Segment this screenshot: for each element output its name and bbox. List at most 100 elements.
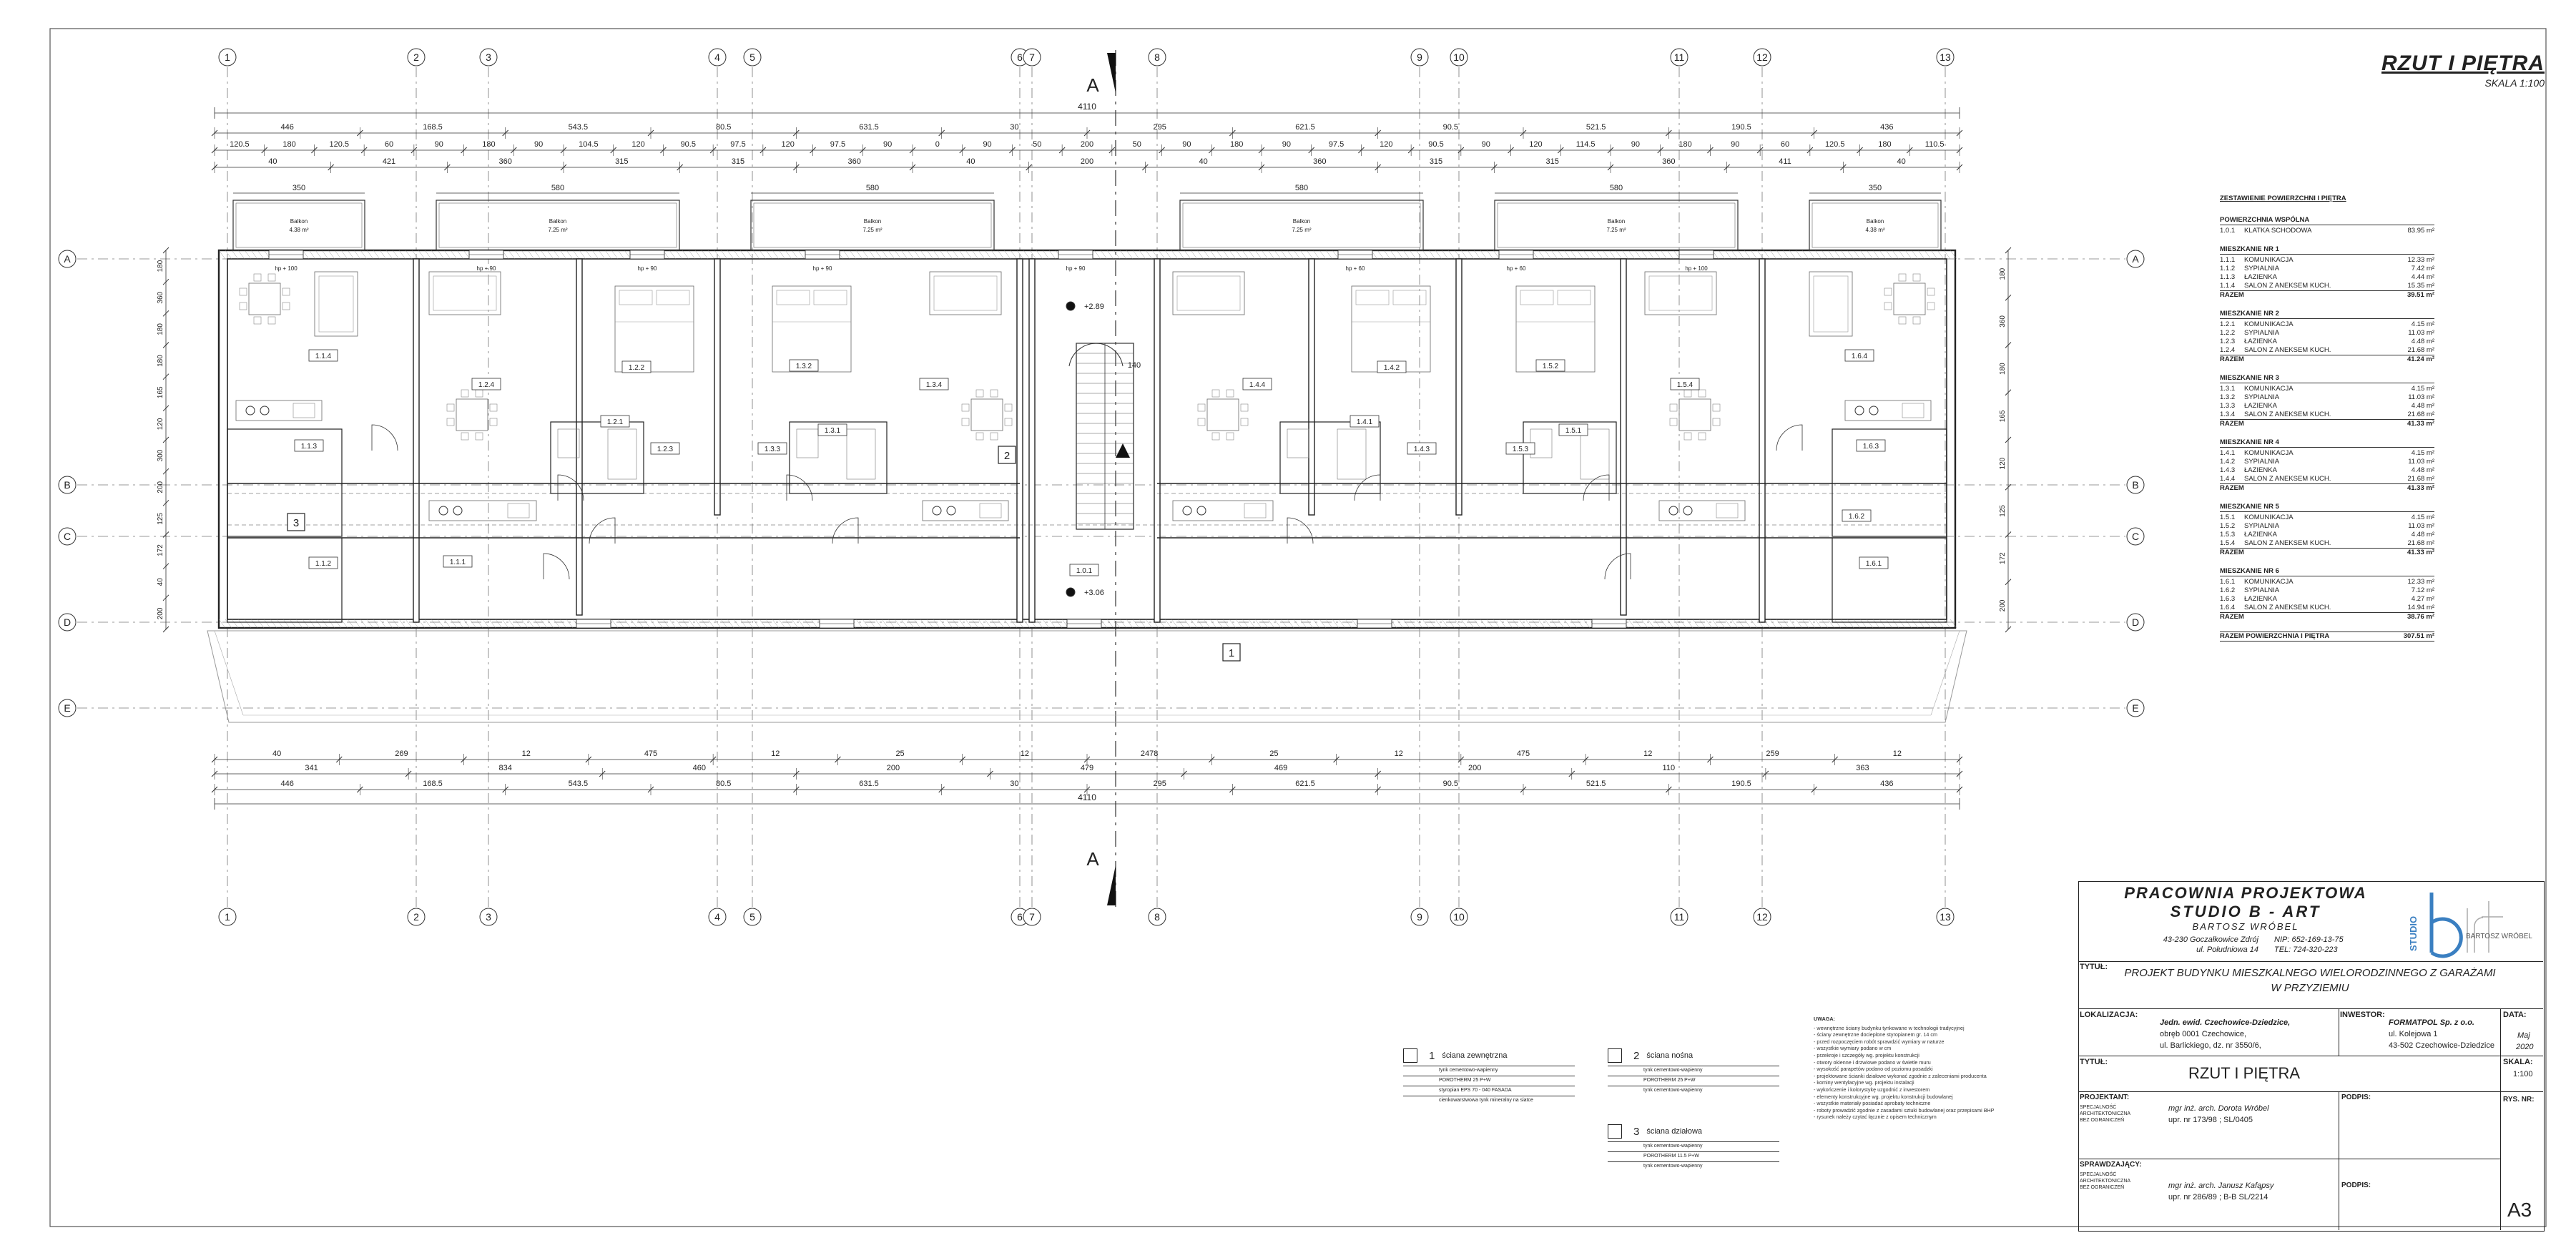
wall-hatch-line <box>1010 619 1018 629</box>
dimension-value: 269 <box>395 750 408 758</box>
shower <box>1580 428 1610 480</box>
dimension-value: 315 <box>615 157 628 166</box>
wall-hatch-line <box>1480 619 1488 629</box>
wall-hatch-line <box>1904 619 1912 629</box>
dimension-value: 180 <box>157 323 164 335</box>
dimension-value: 180 <box>157 355 164 367</box>
dimension-value: 621.5 <box>1295 780 1315 788</box>
chair <box>1884 288 1892 296</box>
dimension-value: 90.5 <box>1428 140 1443 149</box>
wall-hatch-line <box>1216 250 1224 260</box>
area-table-group-title: MIESZKANIE NR 6 <box>2220 567 2434 576</box>
wall-hatch-line <box>463 619 471 629</box>
location-label: LOKALIZACJA: <box>2080 1011 2138 1019</box>
wall-hatch-line <box>1538 619 1545 629</box>
date-month: Maj <box>2517 1031 2530 1040</box>
grid-bubble-column <box>1410 908 1429 926</box>
room-number: 1.6.4 <box>1852 353 1868 360</box>
grid-bubble-column <box>1670 908 1688 926</box>
wall-hatch-line <box>1879 250 1887 260</box>
dimension-value: 200 <box>1081 140 1093 149</box>
level-marker <box>1066 301 1076 311</box>
dimension-value: 180 <box>1878 140 1891 149</box>
dimension-value: 168.5 <box>423 123 443 132</box>
sofa-body <box>1809 271 1853 337</box>
wall-hatch-line <box>1435 619 1442 629</box>
wall-hatch-line <box>913 619 921 629</box>
room-name: SYPIALNIA <box>2244 458 2280 466</box>
table <box>248 282 281 315</box>
dimension-tick <box>162 373 169 380</box>
wall-hatch-line <box>1203 619 1211 629</box>
wall-hatch-line <box>1879 619 1887 629</box>
grid-bubble-column <box>1450 908 1468 926</box>
wall-hatch-line <box>1950 619 1957 629</box>
wall-hatch-line <box>1016 250 1024 260</box>
wall-hatch-line <box>270 619 277 629</box>
wall-hatch-line <box>1641 250 1648 260</box>
wall-hatch-line <box>1248 619 1256 629</box>
dimension-value: 80.5 <box>716 780 731 788</box>
wall-hatch-line <box>804 619 812 629</box>
room-area: 15.35 m² <box>2407 282 2435 290</box>
chair <box>461 389 469 398</box>
wall-hatch-line <box>926 619 934 629</box>
subtotal-label: RAZEM <box>2220 291 2244 299</box>
wall-hatch-line <box>1106 250 1114 260</box>
wall-hatch-line <box>1943 619 1951 629</box>
dimension-value: 360 <box>1999 315 2007 328</box>
dimension-value: 114.5 <box>1576 140 1596 149</box>
room-number: 1.2.3 <box>657 446 674 453</box>
drawing-number: A3 <box>2507 1199 2532 1221</box>
room-tag-box <box>1842 509 1872 522</box>
wall-hatch-line <box>1422 250 1430 260</box>
sofa-body <box>428 271 501 315</box>
dimension-value: 543.5 <box>569 123 589 132</box>
legend-swatch <box>1403 1048 1417 1063</box>
room-area: 4.48 m² <box>2411 466 2434 474</box>
notes-line: - wszystkie materiały posiadać aprobaty … <box>1814 1100 1931 1107</box>
grid-label-column: 5 <box>749 911 755 923</box>
wall-hatch-line <box>437 250 445 260</box>
dimension-value: 631.5 <box>859 780 879 788</box>
dimension-value: 180 <box>1999 267 2007 280</box>
room-name: ŁAZIENKA <box>2244 466 2277 474</box>
balcony-outline <box>232 200 365 251</box>
corner-room <box>1832 537 1947 623</box>
wall-hatch-line <box>933 250 940 260</box>
wall-hatch-line <box>881 250 889 260</box>
wall-hatch-line <box>707 250 715 260</box>
toilet <box>796 428 819 458</box>
wall-hatch-line <box>534 619 541 629</box>
investor-label: INWESTOR: <box>2340 1011 2385 1019</box>
dimension-value: 411 <box>1779 157 1791 166</box>
balcony-label: Balkon <box>864 218 881 225</box>
wall-hatch-line <box>733 250 741 260</box>
notes-line: - wysokość parapetów podano od poziomu p… <box>1814 1066 1933 1073</box>
dimension-value: 172 <box>1999 552 2007 564</box>
dimension-value: 120.5 <box>1825 140 1845 149</box>
location-line-3: ul. Barlickiego, dz. nr 3550/6, <box>2160 1041 2261 1050</box>
wall-hatch-line <box>1917 250 1925 260</box>
dimension-value: 834 <box>498 764 511 772</box>
room-name: SYPIALNIA <box>2244 393 2280 401</box>
burner <box>438 506 448 516</box>
wall-hatch-line <box>926 250 934 260</box>
grid-label-column: 11 <box>1674 51 1685 63</box>
grid-label-column: 4 <box>714 911 720 923</box>
doors <box>371 424 1803 580</box>
room-tag-box <box>1856 439 1886 452</box>
bed-frame <box>1515 285 1596 373</box>
total-dimension-bottom: 4110 <box>214 792 1960 810</box>
wall-hatch-line <box>321 250 329 260</box>
wall-hatch-line <box>1409 250 1417 260</box>
wall-hatch-line <box>669 250 677 260</box>
dimension-value: 315 <box>1545 157 1558 166</box>
